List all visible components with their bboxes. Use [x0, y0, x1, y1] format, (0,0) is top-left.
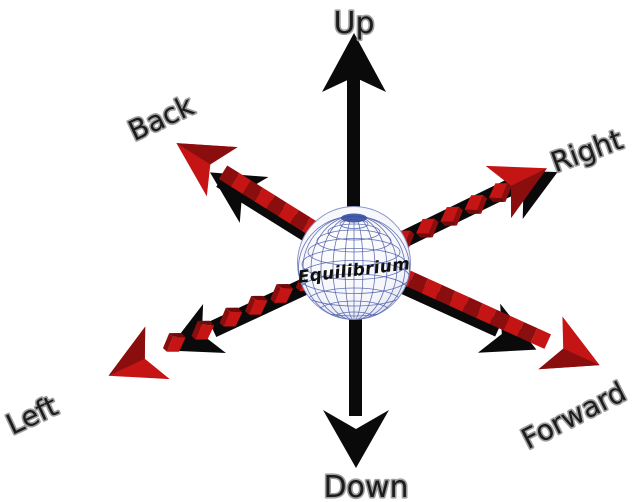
- forward-arrow: [387, 266, 612, 392]
- forward-arrow-stripes: [394, 266, 552, 349]
- down-label: Down: [323, 470, 408, 502]
- down-arrow: [323, 298, 389, 468]
- back-label: Back: [123, 89, 199, 148]
- left-arrow: [96, 266, 323, 402]
- right-label: Right: [546, 123, 627, 179]
- up-label: Up: [333, 6, 374, 41]
- right-arrow: [387, 142, 570, 255]
- globe: Equilibrium: [297, 206, 411, 320]
- up-arrow: [322, 33, 386, 230]
- left-label: Left: [1, 389, 63, 441]
- globe-pole-cap: [341, 213, 367, 223]
- forward-label: Forward: [516, 375, 631, 456]
